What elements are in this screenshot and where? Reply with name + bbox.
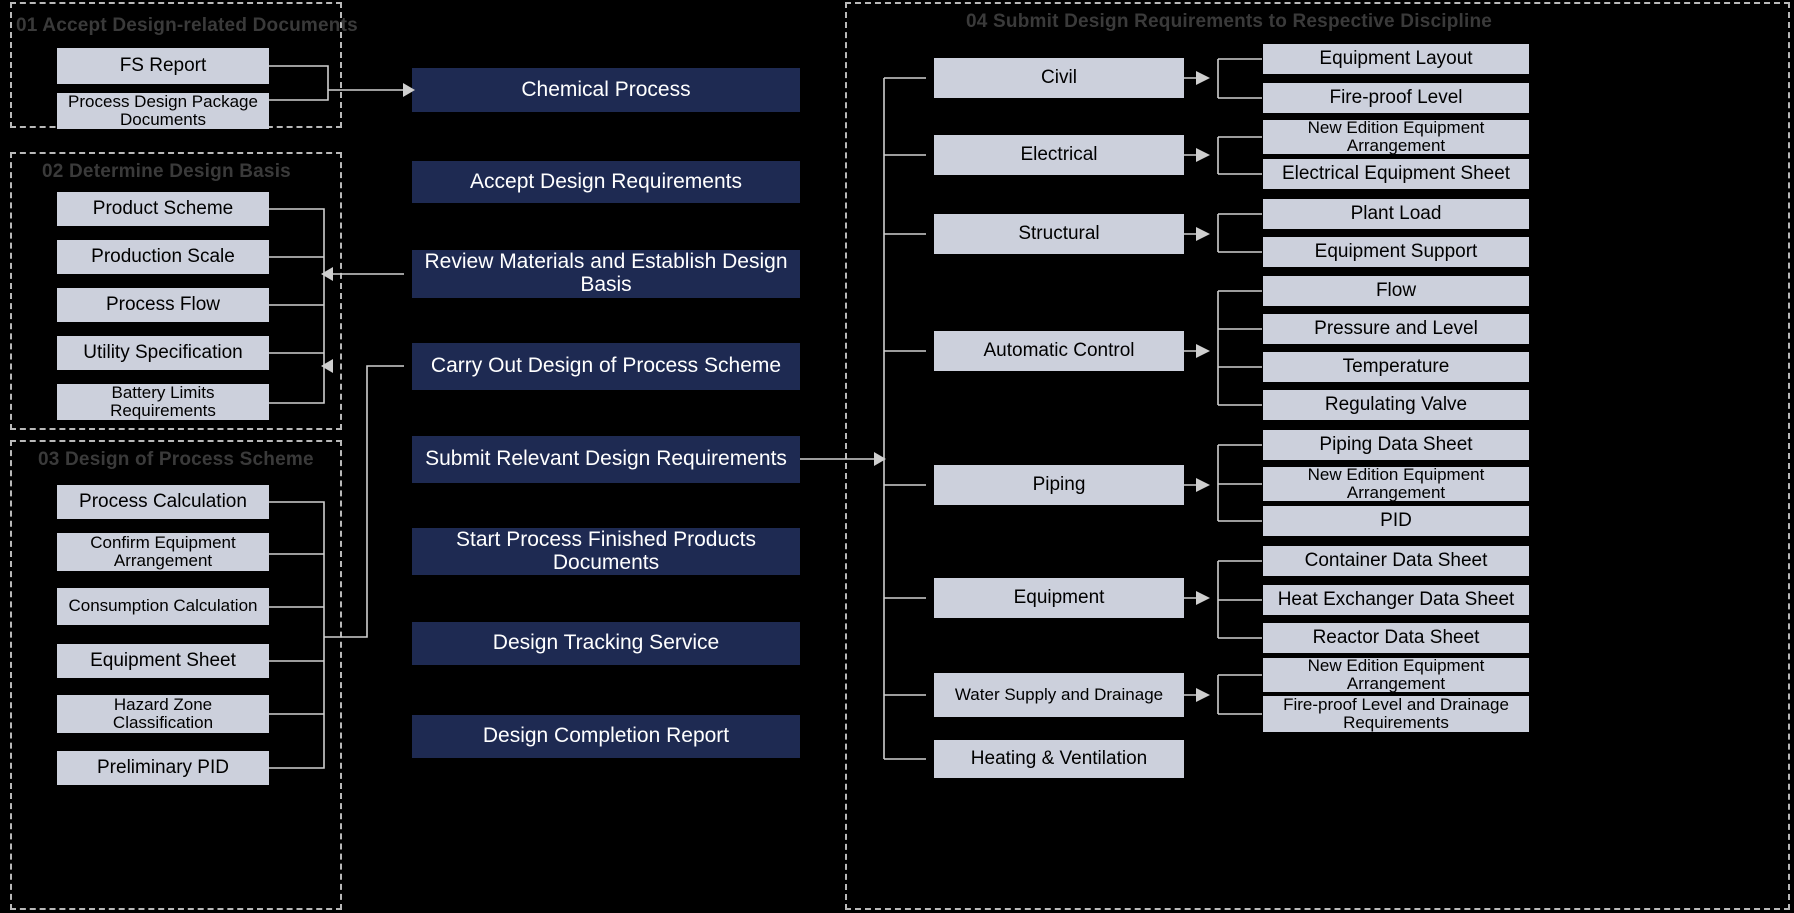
node-label: PID [1380, 509, 1412, 531]
node-label: Plant Load [1350, 202, 1442, 224]
node-utility-specification[interactable]: Utility Specification [57, 336, 269, 370]
discipline-equipment[interactable]: Equipment [934, 578, 1184, 618]
deliverable-new-edition-equipment-arrangement-civil[interactable]: New Edition Equipment Arrangement [1263, 117, 1529, 155]
discipline-water-supply-and-drainage[interactable]: Water Supply and Drainage [934, 673, 1184, 717]
deliverable-new-edition-equipment-arrangement-water[interactable]: New Edition Equipment Arrangement [1263, 655, 1529, 693]
discipline-piping[interactable]: Piping [934, 465, 1184, 505]
node-label: New Edition Equipment Arrangement [1307, 464, 1485, 502]
node-label: Process Flow [105, 293, 221, 315]
node-label: Equipment Support [1314, 240, 1478, 262]
node-process-design-package-documents[interactable]: Process Design Package Documents [57, 91, 269, 129]
node-process-flow[interactable]: Process Flow [57, 288, 269, 322]
discipline-civil[interactable]: Civil [934, 58, 1184, 98]
deliverable-heat-exchanger-data-sheet[interactable]: Heat Exchanger Data Sheet [1263, 585, 1529, 615]
node-label: Process Calculation [79, 490, 247, 512]
node-label: Temperature [1342, 355, 1450, 377]
node-label: Battery Limits Requirements [110, 382, 216, 420]
node-label: Equipment Layout [1319, 47, 1473, 69]
deliverable-plant-load[interactable]: Plant Load [1263, 199, 1529, 229]
deliverable-equipment-support[interactable]: Equipment Support [1263, 237, 1529, 267]
node-label: Water Supply and Drainage [954, 684, 1164, 704]
node-process-calculation[interactable]: Process Calculation [57, 485, 269, 519]
deliverable-new-edition-equipment-arrangement-piping[interactable]: New Edition Equipment Arrangement [1263, 464, 1529, 502]
node-confirm-equipment-arrangement[interactable]: Confirm Equipment Arrangement [57, 533, 269, 571]
node-label: Carry Out Design of Process Scheme [430, 354, 782, 378]
node-label: Design Completion Report [482, 724, 730, 748]
node-label: New Edition Equipment Arrangement [1307, 655, 1485, 693]
node-label: FS Report [119, 54, 207, 76]
step-carry-out-design-of-process-scheme[interactable]: Carry Out Design of Process Scheme [412, 343, 800, 390]
deliverable-temperature[interactable]: Temperature [1263, 352, 1529, 382]
node-label: Regulating Valve [1324, 393, 1468, 415]
node-label: Submit Relevant Design Requirements [425, 447, 787, 471]
deliverable-piping-data-sheet[interactable]: Piping Data Sheet [1263, 430, 1529, 460]
node-label: Reactor Data Sheet [1312, 626, 1480, 648]
node-label: Process Design Package Documents [68, 91, 258, 129]
node-label: Equipment [1013, 586, 1105, 608]
node-label: Electrical Equipment Sheet [1281, 162, 1511, 184]
discipline-structural[interactable]: Structural [934, 214, 1184, 254]
node-equipment-sheet[interactable]: Equipment Sheet [57, 644, 269, 678]
deliverable-container-data-sheet[interactable]: Container Data Sheet [1263, 546, 1529, 576]
node-label: Fire-proof Level [1329, 86, 1463, 108]
node-label: Automatic Control [983, 339, 1135, 361]
node-label: Civil [1041, 66, 1077, 88]
step-review-materials-and-establish-design-basis[interactable]: Review Materials and Establish Design Ba… [412, 250, 800, 298]
node-label: New Edition Equipment Arrangement [1307, 117, 1485, 155]
node-label: Flow [1375, 279, 1417, 301]
step-start-process-finished-products-documents[interactable]: Start Process Finished Products Document… [412, 528, 800, 575]
node-hazard-zone-classification[interactable]: Hazard Zone Classification [57, 695, 269, 733]
node-label: Chemical Process [521, 77, 691, 101]
group-frame-02 [10, 152, 342, 430]
deliverable-regulating-valve[interactable]: Regulating Valve [1263, 390, 1529, 420]
node-label: Design Tracking Service [492, 631, 720, 655]
deliverable-pressure-and-level[interactable]: Pressure and Level [1263, 314, 1529, 344]
node-label: Start Process Finished Products Document… [456, 527, 756, 574]
node-label: Pressure and Level [1314, 317, 1478, 339]
deliverable-reactor-data-sheet[interactable]: Reactor Data Sheet [1263, 623, 1529, 653]
deliverable-equipment-layout[interactable]: Equipment Layout [1263, 44, 1529, 74]
node-label: Container Data Sheet [1304, 549, 1488, 571]
step-accept-design-requirements[interactable]: Accept Design Requirements [412, 161, 800, 203]
node-label: Fire-proof Level and Drainage Requiremen… [1283, 694, 1509, 732]
node-label: Electrical [1020, 143, 1098, 165]
node-label: Heat Exchanger Data Sheet [1277, 588, 1515, 610]
discipline-heating-and-ventilation[interactable]: Heating & Ventilation [934, 740, 1184, 778]
node-label: Equipment Sheet [90, 649, 236, 671]
node-fs-report[interactable]: FS Report [57, 48, 269, 84]
node-label: Heating & Ventilation [970, 747, 1148, 769]
node-consumption-calculation[interactable]: Consumption Calculation [57, 588, 269, 625]
node-preliminary-pid[interactable]: Preliminary PID [57, 751, 269, 785]
step-design-tracking-service[interactable]: Design Tracking Service [412, 622, 800, 665]
discipline-automatic-control[interactable]: Automatic Control [934, 331, 1184, 371]
deliverable-pid[interactable]: PID [1263, 506, 1529, 536]
group-frame-03 [10, 440, 342, 910]
deliverable-electrical-equipment-sheet[interactable]: Electrical Equipment Sheet [1263, 159, 1529, 189]
node-label: Production Scale [91, 245, 235, 267]
step-submit-relevant-design-requirements[interactable]: Submit Relevant Design Requirements [412, 436, 800, 483]
step-design-completion-report[interactable]: Design Completion Report [412, 715, 800, 758]
node-label: Piping [1032, 473, 1086, 495]
node-label: Structural [1018, 222, 1100, 244]
step-chemical-process[interactable]: Chemical Process [412, 68, 800, 112]
node-production-scale[interactable]: Production Scale [57, 240, 269, 274]
node-battery-limits-requirements[interactable]: Battery Limits Requirements [57, 382, 269, 420]
node-label: Utility Specification [83, 341, 243, 363]
deliverable-flow[interactable]: Flow [1263, 276, 1529, 306]
node-label: Accept Design Requirements [470, 169, 742, 193]
node-label: Piping Data Sheet [1319, 433, 1473, 455]
node-label: Consumption Calculation [68, 596, 258, 616]
node-label: Product Scheme [92, 197, 234, 219]
group-frame-04 [845, 2, 1790, 910]
node-label: Hazard Zone Classification [112, 694, 214, 732]
node-product-scheme[interactable]: Product Scheme [57, 192, 269, 226]
discipline-electrical[interactable]: Electrical [934, 135, 1184, 175]
node-label: Review Materials and Establish Design Ba… [424, 250, 788, 296]
node-label: Confirm Equipment Arrangement [90, 532, 236, 570]
deliverable-fire-proof-level-and-drainage-requirements[interactable]: Fire-proof Level and Drainage Requiremen… [1263, 694, 1529, 732]
node-label: Preliminary PID [97, 756, 229, 778]
deliverable-fire-proof-level[interactable]: Fire-proof Level [1263, 83, 1529, 113]
